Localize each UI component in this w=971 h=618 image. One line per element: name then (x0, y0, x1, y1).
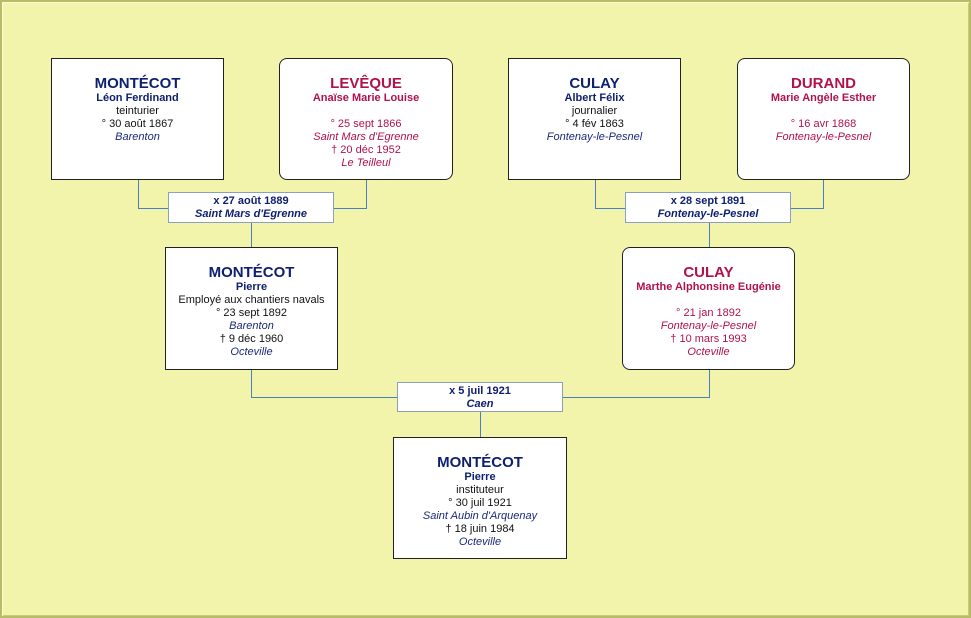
person-card-albert-felix-culay[interactable]: CULAY Albert Félix journalier ° 4 fév 18… (508, 58, 681, 180)
birth-date: ° 21 jan 1892 (676, 307, 741, 319)
person-card-anaise-marie-louise-leveque[interactable]: LEVÊQUE Anaïse Marie Louise ° 25 sept 18… (279, 58, 453, 180)
birth-date: ° 30 juil 1921 (448, 497, 512, 509)
birth-place: Saint Aubin d'Arquenay (422, 510, 538, 522)
death-date: † 18 juin 1984 (445, 523, 515, 535)
connector-p2-m1 (334, 180, 367, 209)
connector-p3-m2 (595, 180, 625, 209)
connector-p5-m3 (251, 370, 397, 398)
surname: LEVÊQUE (330, 75, 402, 92)
person-card-pierre-montecot-root[interactable]: MONTÉCOT Pierre instituteur ° 30 juil 19… (393, 437, 567, 559)
death-place: Octeville (687, 346, 730, 358)
surname: DURAND (791, 75, 856, 92)
birth-date: ° 25 sept 1866 (330, 118, 402, 130)
surname: CULAY (683, 264, 734, 281)
given-names: Anaïse Marie Louise (312, 92, 420, 104)
birth-place: Saint Mars d'Egrenne (313, 131, 419, 143)
marriage-box-1921[interactable]: x 5 juil 1921 Caen (397, 382, 563, 412)
given-names: Marie Angèle Esther (770, 92, 877, 104)
marriage-date: x 5 juil 1921 (449, 385, 511, 397)
birth-place: Barenton (115, 131, 160, 143)
birth-date: ° 16 avr 1868 (790, 118, 857, 130)
birth-date: ° 30 août 1867 (101, 118, 174, 130)
surname: MONTÉCOT (94, 75, 181, 92)
occupation: Employé aux chantiers navals (178, 294, 325, 306)
marriage-date: x 27 août 1889 (213, 195, 289, 207)
birth-place: Barenton (229, 320, 274, 332)
person-card-marie-angele-esther-durand[interactable]: DURAND Marie Angèle Esther ° 16 avr 1868… (737, 58, 910, 180)
occupation: teinturier (116, 105, 159, 117)
connector-p1-m1 (138, 180, 168, 209)
birth-date: ° 23 sept 1892 (215, 307, 288, 319)
death-place: Le Teilleul (341, 157, 391, 169)
occupation: journalier (571, 105, 618, 117)
connector-p6-m3 (563, 370, 710, 398)
surname: MONTÉCOT (437, 454, 523, 471)
death-place: Octeville (230, 346, 273, 358)
given-names: Marthe Alphonsine Eugénie (636, 281, 781, 293)
birth-date: ° 4 fév 1863 (565, 118, 624, 130)
person-card-leon-ferdinand-montecot[interactable]: MONTÉCOT Léon Ferdinand teinturier ° 30 … (51, 58, 224, 180)
death-date: † 20 déc 1952 (331, 144, 401, 156)
marriage-box-1889[interactable]: x 27 août 1889 Saint Mars d'Egrenne (168, 192, 334, 223)
marriage-place: Saint Mars d'Egrenne (194, 208, 308, 220)
death-place: Octeville (458, 536, 502, 548)
death-date: † 10 mars 1993 (670, 333, 747, 345)
given-names: Pierre (464, 471, 496, 483)
marriage-place: Fontenay-le-Pesnel (657, 208, 759, 220)
person-card-marthe-alphonsine-eugenie-culay[interactable]: CULAY Marthe Alphonsine Eugénie ° 21 jan… (622, 247, 795, 370)
marriage-box-1891[interactable]: x 28 sept 1891 Fontenay-le-Pesnel (625, 192, 791, 223)
birth-place: Fontenay-le-Pesnel (660, 320, 757, 332)
surname: MONTÉCOT (208, 264, 295, 281)
connector-p4-m2 (791, 180, 824, 209)
marriage-date: x 28 sept 1891 (670, 195, 746, 207)
occupation: instituteur (456, 484, 504, 496)
death-date: † 9 déc 1960 (219, 333, 284, 345)
given-names: Léon Ferdinand (96, 92, 179, 104)
birth-place: Fontenay-le-Pesnel (546, 131, 643, 143)
marriage-place: Caen (466, 398, 494, 410)
given-names: Albert Félix (564, 92, 625, 104)
given-names: Pierre (235, 281, 268, 293)
person-card-pierre-montecot-father[interactable]: MONTÉCOT Pierre Employé aux chantiers na… (165, 247, 338, 370)
birth-place: Fontenay-le-Pesnel (775, 131, 872, 143)
surname: CULAY (569, 75, 620, 92)
